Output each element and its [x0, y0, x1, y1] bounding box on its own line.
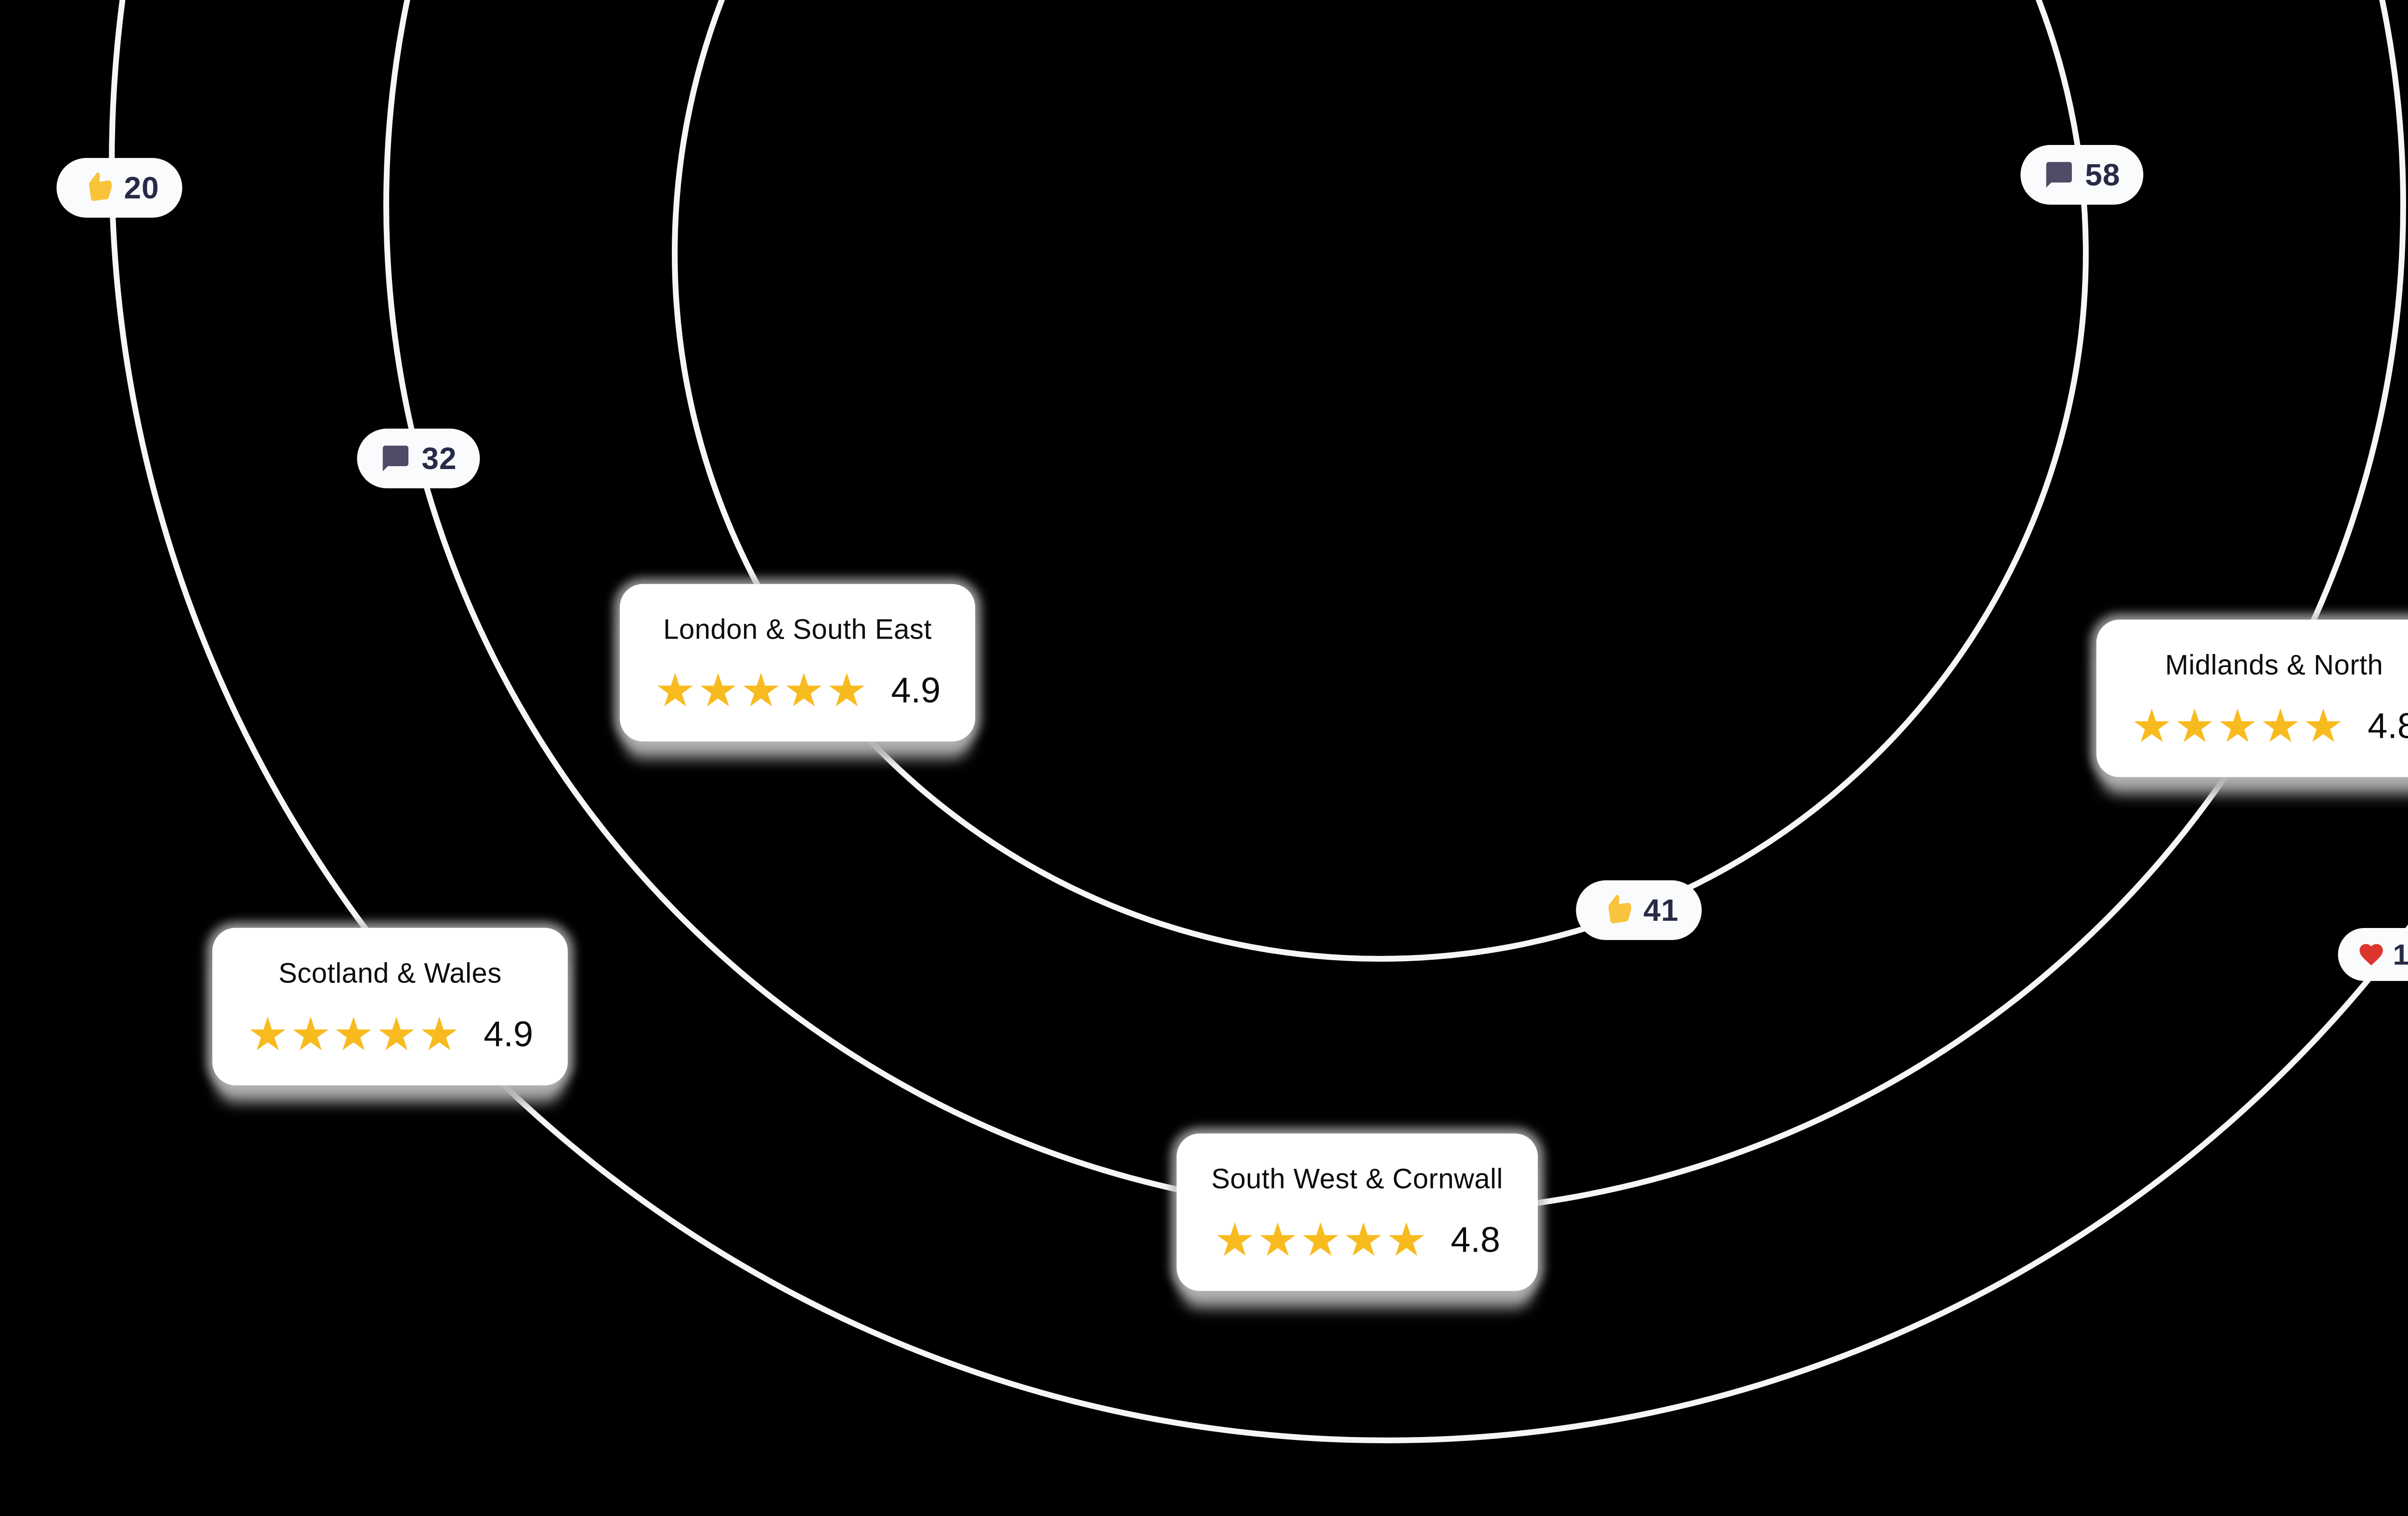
- region-rating-card-scotland-wales: Scotland & Wales ★★★★★ 4.9: [212, 928, 568, 1085]
- star-rating-icons: ★★★★★: [2131, 699, 2346, 753]
- rating-row: ★★★★★ 4.9: [247, 1011, 533, 1057]
- speech-bubble-icon: [380, 443, 411, 474]
- reaction-badge-comments: 58: [2020, 145, 2144, 205]
- rating-value: 4.8: [1451, 1219, 1501, 1260]
- region-rating-card-south-west-cornwall: South West & Cornwall ★★★★★ 4.8: [1177, 1133, 1538, 1291]
- star-rating-icons: ★★★★★: [654, 663, 869, 718]
- region-title: Midlands & North: [2165, 649, 2383, 681]
- region-title: South West & Cornwall: [1211, 1163, 1503, 1195]
- rating-value: 4.8: [2368, 706, 2408, 746]
- reaction-badge-likes: 41: [1576, 880, 1702, 940]
- inner-ring: [672, 0, 2089, 962]
- rating-value: 4.9: [891, 670, 941, 710]
- reaction-badge-likes: 20: [56, 158, 183, 218]
- badge-count: 41: [1643, 893, 1679, 928]
- thumbs-up-icon: [1599, 893, 1633, 927]
- badge-count: 32: [421, 441, 457, 476]
- star-rating-icons: ★★★★★: [247, 1007, 462, 1061]
- badge-count: 20: [124, 170, 159, 205]
- rating-value: 4.9: [484, 1014, 534, 1054]
- region-title: Scotland & Wales: [278, 957, 502, 989]
- reaction-badge-loves: 10: [2338, 928, 2408, 981]
- heart-icon: [2357, 941, 2385, 968]
- region-title: London & South East: [663, 614, 932, 645]
- rating-row: ★★★★★ 4.9: [654, 667, 941, 713]
- reaction-badge-comments: 32: [357, 429, 480, 488]
- region-rating-card-london-south-east: London & South East ★★★★★ 4.9: [619, 584, 976, 742]
- badge-count: 58: [2085, 157, 2120, 192]
- badge-count: 10: [2393, 938, 2408, 971]
- star-rating-icons: ★★★★★: [1214, 1213, 1429, 1267]
- region-rating-card-midlands-north: Midlands & North ★★★★★ 4.8: [2096, 619, 2408, 777]
- speech-bubble-icon: [2043, 159, 2074, 190]
- rating-row: ★★★★★ 4.8: [2131, 703, 2408, 749]
- thumbs-up-icon: [79, 171, 113, 205]
- rating-row: ★★★★★ 4.8: [1211, 1216, 1503, 1263]
